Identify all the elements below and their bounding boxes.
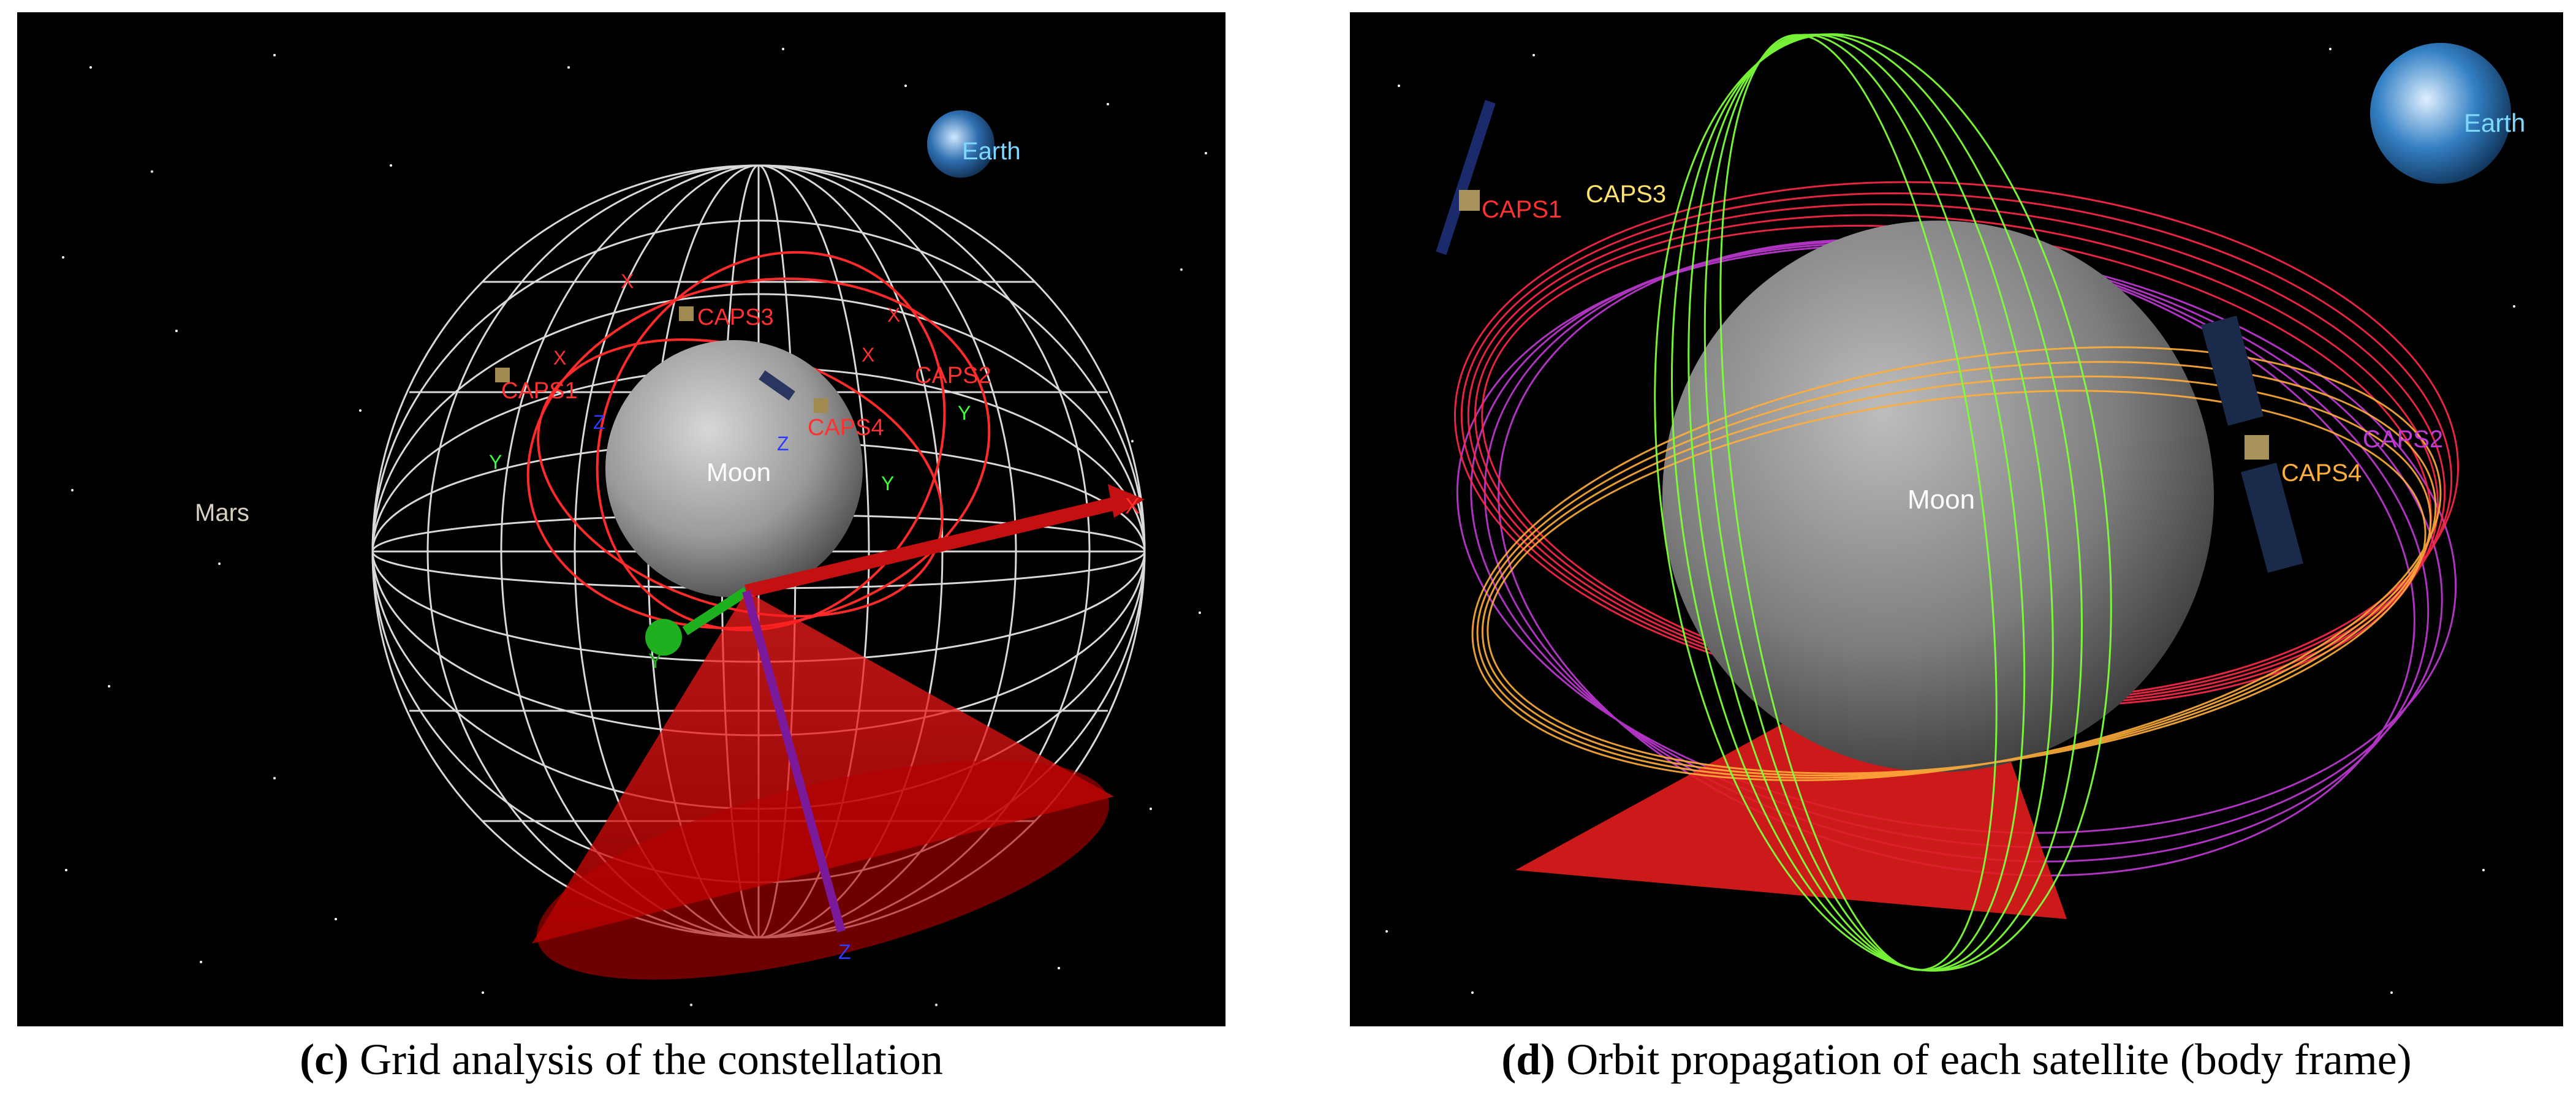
caption-d-prefix: (d) [1501,1035,1556,1084]
caps2-label: CAPS2 [2363,426,2443,453]
caps2-label: CAPS2 [915,363,991,388]
star-field [62,48,1207,1006]
moon-icon [1662,221,2214,772]
caption-d-text: Orbit propagation of each satellite (bod… [1555,1035,2412,1084]
orbit-propagation-scene: Earth Moon [1385,33,2525,994]
solar-panel-icon [759,370,795,401]
caption-panel-c: (c) Grid analysis of the constellation [17,1034,1225,1089]
orbit-band-green [1654,33,2112,972]
satellite-icon [495,368,510,382]
satellite-icon [2245,435,2269,460]
mars-label: Mars [195,499,249,526]
local-y-label: Y [958,402,971,424]
moon-label: Moon [707,458,771,487]
satellite-icon [814,398,828,413]
caps4-label: CAPS4 [808,415,884,441]
solar-panel-icon [2241,463,2303,573]
body-axes: X Y [645,484,1145,673]
moon-icon [605,340,863,597]
satellite-icon [679,306,694,321]
orbit-band-orange [1471,346,2442,781]
local-y-label: Y [881,472,894,494]
local-x-label: X [621,270,634,292]
caps1-label: CAPS1 [501,378,578,404]
satellites [1436,100,2303,573]
moon-label: Moon [1907,485,1975,515]
satellites [495,306,828,413]
caption-c-prefix: (c) [300,1035,349,1084]
caps1-label: CAPS1 [1482,196,1562,223]
earth-label: Earth [962,138,1021,165]
sensor-cone: Z [532,590,1114,980]
caps3-label: CAPS3 [1586,181,1666,208]
local-y-label: Y [489,451,502,473]
earth-label: Earth [2464,108,2525,137]
local-z-label: Z [593,411,605,433]
local-x-label: X [887,304,900,326]
local-x-label: X [553,347,566,369]
local-x-label: X [862,344,874,366]
satellite-icon [1459,190,1480,211]
caps3-label: CAPS3 [697,305,774,330]
caption-c-text: Grid analysis of the constellation [349,1035,943,1084]
x-axis-label: X [1125,493,1140,518]
solar-panel-icon [2201,316,2263,426]
local-axis-letters: X X X X Y Y Y Z Z [489,270,971,494]
panel-grid-analysis: Earth Mars [17,12,1225,1026]
grid-analysis-scene: Earth Mars [62,48,1207,1006]
z-axis-label: Z [838,941,851,964]
earth-icon [2370,43,2511,184]
caption-panel-d: (d) Orbit propagation of each satellite … [1350,1034,2563,1089]
y-axis-label: Y [648,650,662,673]
solar-panel-icon [1436,100,1496,256]
earth-icon [927,110,994,178]
panel-orbit-propagation: Earth Moon [1350,12,2563,1026]
star-field [1385,48,2515,994]
caps4-label: CAPS4 [2281,460,2362,487]
local-z-label: Z [777,433,789,455]
